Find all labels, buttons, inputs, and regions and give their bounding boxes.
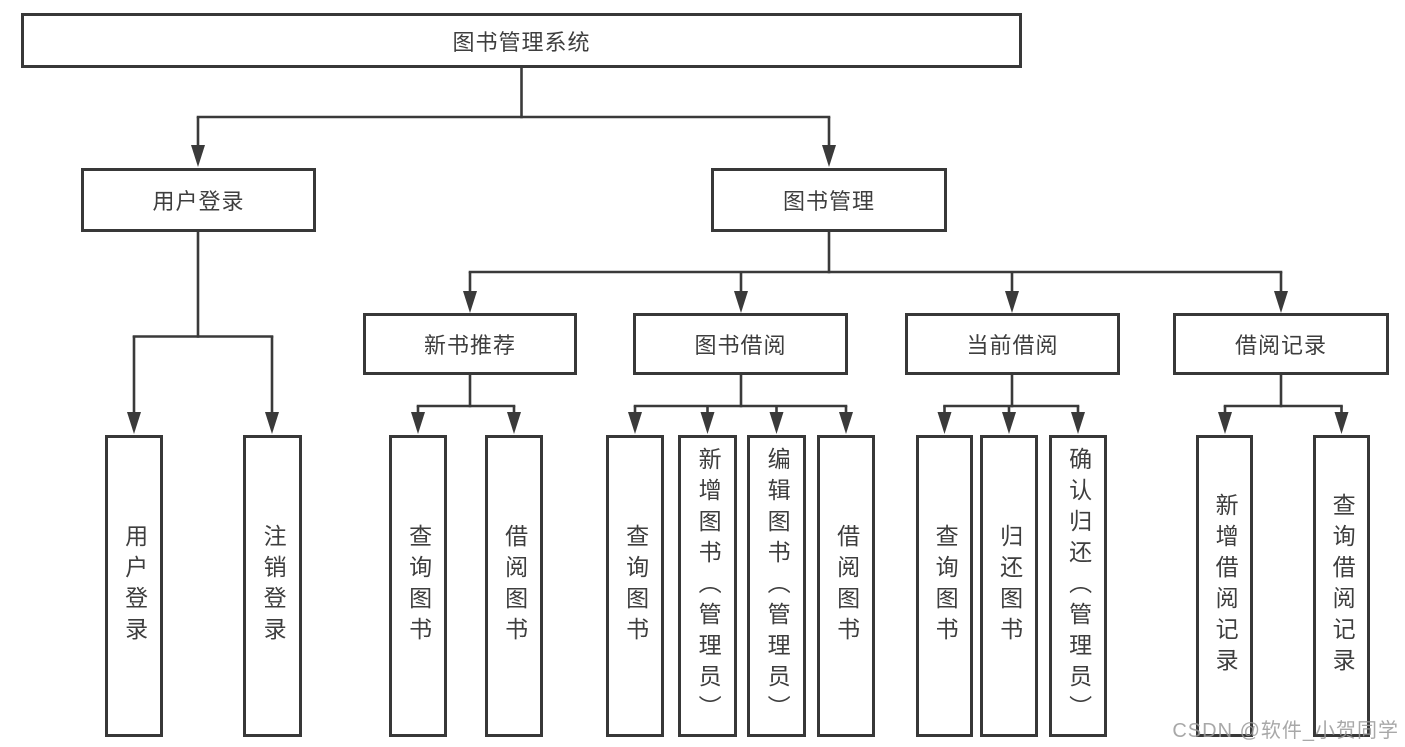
node-current-borrow-label: 当前借阅	[966, 333, 1059, 358]
node-query-borrow-record: 查询借阅记录	[1313, 435, 1370, 737]
node-borrow-book-recommend: 借阅图书	[485, 435, 543, 737]
node-add-book-admin: 新增图书（管理员）	[678, 435, 737, 737]
node-book-management: 图书管理	[711, 168, 947, 232]
node-add-book-admin-label: 新增图书（管理员）	[695, 446, 722, 726]
connector-current-borrow	[937, 375, 1085, 434]
node-query-book-borrow: 查询图书	[606, 435, 664, 737]
node-logout: 注销登录	[243, 435, 302, 737]
node-add-borrow-record-label: 新增借阅记录	[1212, 493, 1239, 679]
node-edit-book-admin-label: 编辑图书（管理员）	[764, 446, 791, 726]
node-book-management-label: 图书管理	[782, 189, 875, 214]
node-edit-book-admin: 编辑图书（管理员）	[747, 435, 806, 737]
node-borrow-book-label: 借阅图书	[833, 524, 860, 648]
node-user-login-label: 用户登录	[152, 189, 245, 214]
connector-book-borrow	[628, 375, 853, 434]
node-query-book-recommend: 查询图书	[389, 435, 447, 737]
node-borrow-records: 借阅记录	[1173, 313, 1389, 375]
node-return-book: 归还图书	[980, 435, 1038, 737]
node-query-book-recommend-label: 查询图书	[405, 524, 432, 648]
node-book-borrow-label: 图书借阅	[694, 333, 787, 358]
node-root: 图书管理系统	[21, 13, 1022, 68]
node-confirm-return-admin: 确认归还（管理员）	[1049, 435, 1107, 737]
node-logout-label: 注销登录	[260, 524, 287, 648]
watermark: CSDN @软件_小贺同学	[1172, 720, 1399, 742]
node-query-book-current: 查询图书	[916, 435, 973, 737]
node-user-login: 用户登录	[81, 168, 316, 232]
node-new-book-recommend-label: 新书推荐	[423, 333, 516, 358]
node-new-book-recommend: 新书推荐	[363, 313, 577, 375]
connector-borrow-records	[1218, 375, 1349, 434]
node-login: 用户登录	[105, 435, 163, 737]
node-confirm-return-admin-label: 确认归还（管理员）	[1065, 446, 1092, 726]
node-book-borrow: 图书借阅	[633, 313, 848, 375]
node-query-borrow-record-label: 查询借阅记录	[1329, 493, 1356, 679]
node-query-book-borrow-label: 查询图书	[622, 524, 649, 648]
node-root-label: 图书管理系统	[452, 29, 591, 55]
connector-new-book-recommend	[411, 375, 521, 434]
connector-user-login	[127, 232, 279, 434]
connector-book-management	[463, 232, 1288, 313]
connector-root	[191, 68, 836, 167]
node-return-book-label: 归还图书	[996, 524, 1023, 648]
node-current-borrow: 当前借阅	[905, 313, 1120, 375]
node-borrow-records-label: 借阅记录	[1234, 333, 1327, 358]
node-add-borrow-record: 新增借阅记录	[1196, 435, 1253, 737]
node-login-label: 用户登录	[121, 524, 148, 648]
node-query-book-current-label: 查询图书	[932, 524, 959, 648]
node-borrow-book-recommend-label: 借阅图书	[501, 524, 528, 648]
node-borrow-book: 借阅图书	[817, 435, 875, 737]
